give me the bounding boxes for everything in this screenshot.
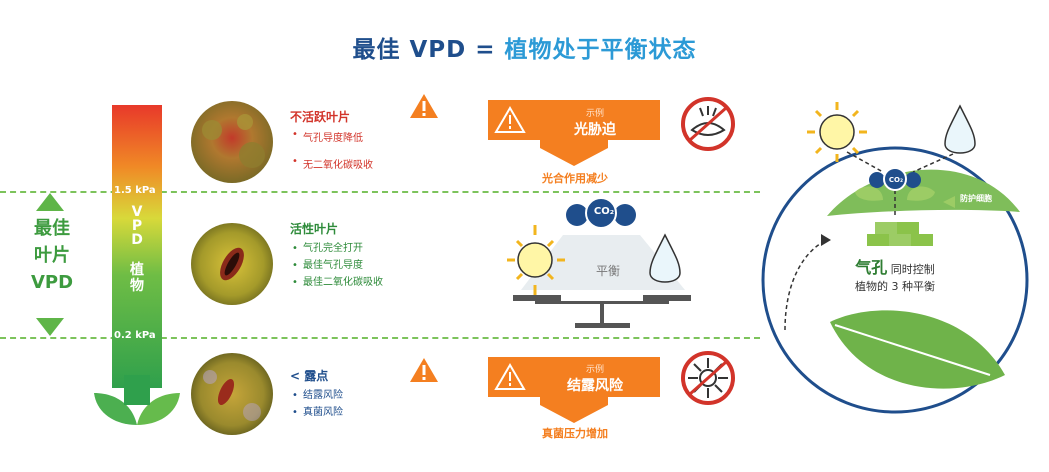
stomata-caption: 气孔 同时控制 植物的 3 种平衡	[855, 258, 935, 293]
inactive-leaf-section: 不活跃叶片 气孔导度降低 无二氧化碳吸收	[290, 108, 430, 171]
guard-cell-label: 防护细胞	[960, 194, 992, 203]
dew-point-title: < 露点	[290, 369, 329, 383]
optimal-leaf-vpd-label: 最佳 叶片 VPD	[30, 218, 74, 293]
up-arrow-icon	[36, 193, 64, 211]
balance-scale	[507, 197, 691, 328]
active-bullet: 气孔完全打开	[290, 240, 440, 257]
dew-risk-arrow	[488, 357, 660, 423]
active-leaf-section: 活性叶片 气孔完全打开 最佳气孔导度 最佳二氧化碳吸收	[290, 220, 440, 291]
kpa-low-label: 0.2 kPa	[114, 330, 156, 341]
light-stress-banner: 示例 光胁迫	[574, 109, 616, 138]
inactive-bullet: 无二氧化碳吸收	[290, 156, 430, 171]
down-arrow-icon	[36, 318, 64, 336]
sprout-icon	[94, 375, 180, 425]
stomata-diagram	[761, 102, 1029, 414]
upper-threshold-line	[0, 191, 760, 193]
warning-icon	[410, 94, 438, 118]
co2-label: CO₂	[593, 206, 615, 217]
kpa-high-label: 1.5 kPa	[114, 185, 156, 196]
warning-icon	[410, 358, 438, 382]
title-prefix: 最佳 VPD =	[352, 37, 496, 63]
right-co2-label: CO₂	[888, 176, 904, 184]
dew-bullet: 真菌风险	[290, 404, 430, 421]
balance-label: 平衡	[595, 264, 620, 278]
dew-point-section: < 露点 结露风险 真菌风险	[290, 367, 430, 421]
light-stress-icon	[681, 97, 735, 151]
dew-bullet: 结露风险	[290, 387, 430, 404]
light-stress-arrow	[488, 100, 660, 166]
active-bullet: 最佳二氧化碳吸收	[290, 274, 440, 291]
light-stress-caption: 光合作用减少	[542, 172, 608, 185]
inactive-bullet: 气孔导度降低	[290, 129, 430, 144]
stomata-word: 气孔	[855, 258, 888, 277]
active-bullet: 最佳气孔导度	[290, 257, 440, 274]
fungus-icon	[681, 351, 735, 405]
page-title: 最佳 VPD = 植物处于平衡状态	[0, 30, 1049, 64]
dew-risk-caption: 真菌压力增加	[542, 427, 608, 440]
active-leaf-title: 活性叶片	[290, 222, 339, 236]
plant-vertical-label: 植物	[130, 262, 144, 294]
dew-risk-banner: 示例 结露风险	[567, 365, 623, 394]
dew-leaf-image	[191, 353, 273, 435]
lower-threshold-line	[0, 337, 760, 339]
vpd-gradient-bar	[112, 105, 162, 388]
title-accent: 植物处于平衡状态	[504, 37, 697, 63]
active-leaf-image	[191, 223, 273, 305]
inactive-leaf-image	[191, 101, 273, 183]
inactive-leaf-title: 不活跃叶片	[290, 110, 351, 124]
